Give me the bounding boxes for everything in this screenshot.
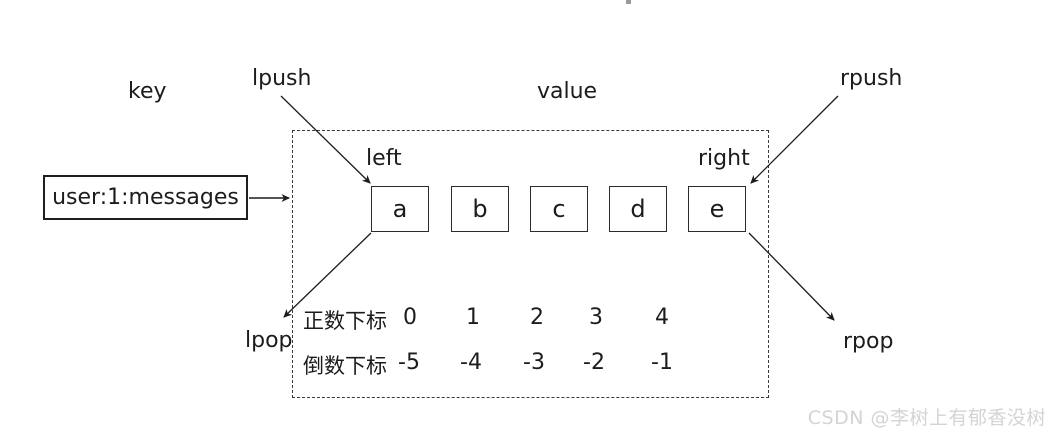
list-element-box-e: e (688, 186, 746, 232)
positive-index-3: 3 (589, 305, 603, 330)
list-element-box-a: a (371, 186, 429, 232)
negative-index-2: -3 (523, 350, 545, 375)
list-element-box-c: c (530, 186, 588, 232)
positive-index-row-label: 正数下标 (303, 309, 387, 333)
positive-index-4: 4 (655, 305, 669, 330)
key-name-text: user:1:messages (52, 185, 239, 210)
rpush-label: rpush (840, 66, 903, 91)
negative-index-1: -4 (460, 350, 482, 375)
list-element-box-d: d (609, 186, 667, 232)
negative-index-4: -1 (651, 350, 673, 375)
key-name-box: user:1:messages (43, 175, 248, 220)
lpop-label: lpop (245, 328, 293, 353)
negative-index-3: -2 (583, 350, 605, 375)
cropped-text-artifact (626, 0, 631, 4)
positive-index-0: 0 (403, 305, 417, 330)
csdn-watermark: CSDN @李树上有郁香没树 (807, 407, 1046, 429)
left-label: left (366, 146, 402, 171)
rpop-label: rpop (843, 329, 894, 354)
negative-index-row-label: 倒数下标 (303, 354, 387, 378)
list-element-box-b: b (451, 186, 509, 232)
positive-index-2: 2 (530, 305, 544, 330)
positive-index-1: 1 (466, 305, 480, 330)
key-label: key (128, 79, 167, 104)
negative-index-0: -5 (398, 350, 420, 375)
lpush-label: lpush (252, 66, 312, 91)
right-label: right (698, 146, 750, 171)
value-label: value (537, 79, 598, 104)
